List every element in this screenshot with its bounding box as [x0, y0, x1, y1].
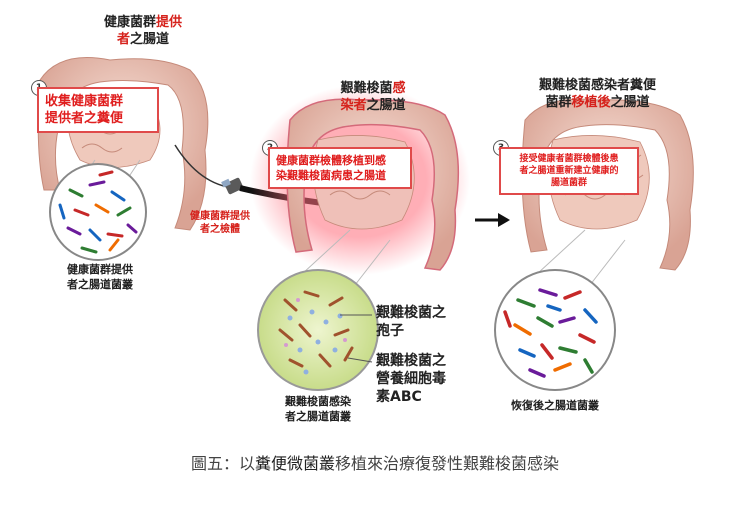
panel3-callout-line2: 者之腸道重新建立健康的 — [519, 166, 619, 176]
panel1-callout-line1: 收集健康菌群 — [45, 94, 124, 109]
panel1-flora-label-line1: 健康菌群提供 — [67, 263, 133, 276]
panel1-heading-emphasis-2: 者 — [116, 32, 130, 47]
panel3-heading-line1: 艱難梭菌感染者糞便 — [538, 78, 656, 93]
panel2-heading: 艱難梭菌感 染者之腸道 — [318, 80, 428, 114]
magnifier-circle — [257, 269, 379, 391]
sample-label-line2: 者之檢體 — [200, 224, 240, 235]
panel2-callout-line1: 健康菌群檢體移植到感 — [276, 154, 386, 167]
panel2-callout-line2: 染艱難梭菌病患之腸道 — [276, 169, 386, 182]
panel3-callout-line1: 接受健康者菌群檢體後患 — [519, 154, 619, 164]
panel2-flora-label-line1: 艱難梭菌感染 — [285, 395, 351, 408]
toxin-label-line2: 營養細胞毒 — [376, 371, 446, 387]
panel3-heading-emphasis: 移植後 — [571, 95, 611, 110]
panel1-flora-label: 健康菌群提供 者之腸道菌叢 — [45, 262, 155, 292]
panel1-heading-text: 健康菌群 — [103, 15, 156, 30]
panel1-heading-rest: 之腸道 — [130, 32, 170, 47]
panel1-callout-line2: 提供者之糞便 — [45, 111, 124, 126]
arrow-icon — [475, 213, 510, 227]
panel2-heading-emphasis: 感 — [392, 81, 406, 96]
panel2-callout: 健康菌群檢體移植到感 染艱難梭菌病患之腸道 — [268, 147, 412, 189]
panel3-heading-pre: 菌群 — [545, 95, 572, 110]
toxin-label: 艱難梭菌之 營養細胞毒 素ABC — [376, 352, 476, 406]
panel2-heading-rest: 之腸道 — [366, 98, 406, 113]
panel2-flora-label-line2: 者之腸道菌叢 — [285, 410, 351, 423]
caption-emphasis: 糞便微菌叢 — [254, 454, 335, 473]
panel1-heading-emphasis: 提供 — [156, 15, 183, 30]
panel1-callout: 收集健康菌群 提供者之糞便 — [37, 87, 159, 133]
spore-label-line1: 艱難梭菌之 — [376, 305, 446, 321]
caption-suffix: 移植來治療復發性艱難梭菌感染 — [335, 454, 560, 473]
fmt-diagram: 健康菌群提供 者之腸道 1 收集健康菌群 提供者之糞便 健康菌群提供 者之腸道菌… — [31, 14, 694, 424]
magnifier-circle — [49, 163, 147, 261]
panel3-callout-line3: 腸道菌群 — [550, 178, 587, 188]
sample-label: 健康菌群提供 者之檢體 — [180, 210, 260, 236]
panel1-heading: 健康菌群提供 者之腸道 — [78, 14, 208, 48]
figure-caption: 圖五：以糞便微菌叢移植來治療復發性艱難梭菌感染 — [0, 450, 750, 474]
toxin-label-line3: 素ABC — [376, 389, 422, 405]
panel3-callout: 接受健康者菌群檢體後患 者之腸道重新建立健康的 腸道菌群 — [499, 147, 639, 195]
panel2-heading-emphasis-2: 染者 — [340, 98, 367, 113]
spore-label-line2: 孢子 — [376, 323, 404, 339]
panel2-heading-text: 艱難梭菌 — [340, 81, 393, 96]
specimen-tube-icon — [221, 177, 244, 195]
panel1-flora-label-line2: 者之腸道菌叢 — [67, 278, 133, 291]
panel2-flora-label: 艱難梭菌感染 者之腸道菌叢 — [262, 394, 374, 424]
spore-label: 艱難梭菌之 孢子 — [376, 304, 476, 340]
panel3-heading: 艱難梭菌感染者糞便 菌群移植後之腸道 — [515, 77, 680, 111]
caption-prefix: 圖五：以 — [190, 454, 255, 473]
diagram-artwork — [37, 57, 694, 391]
toxin-label-line1: 艱難梭菌之 — [376, 353, 446, 369]
sample-label-line1: 健康菌群提供 — [190, 211, 250, 222]
panel3-heading-rest: 之腸道 — [610, 95, 650, 110]
magnifier-circle — [494, 269, 616, 391]
panel3-flora-label: 恢復後之腸道菌叢 — [511, 399, 599, 412]
